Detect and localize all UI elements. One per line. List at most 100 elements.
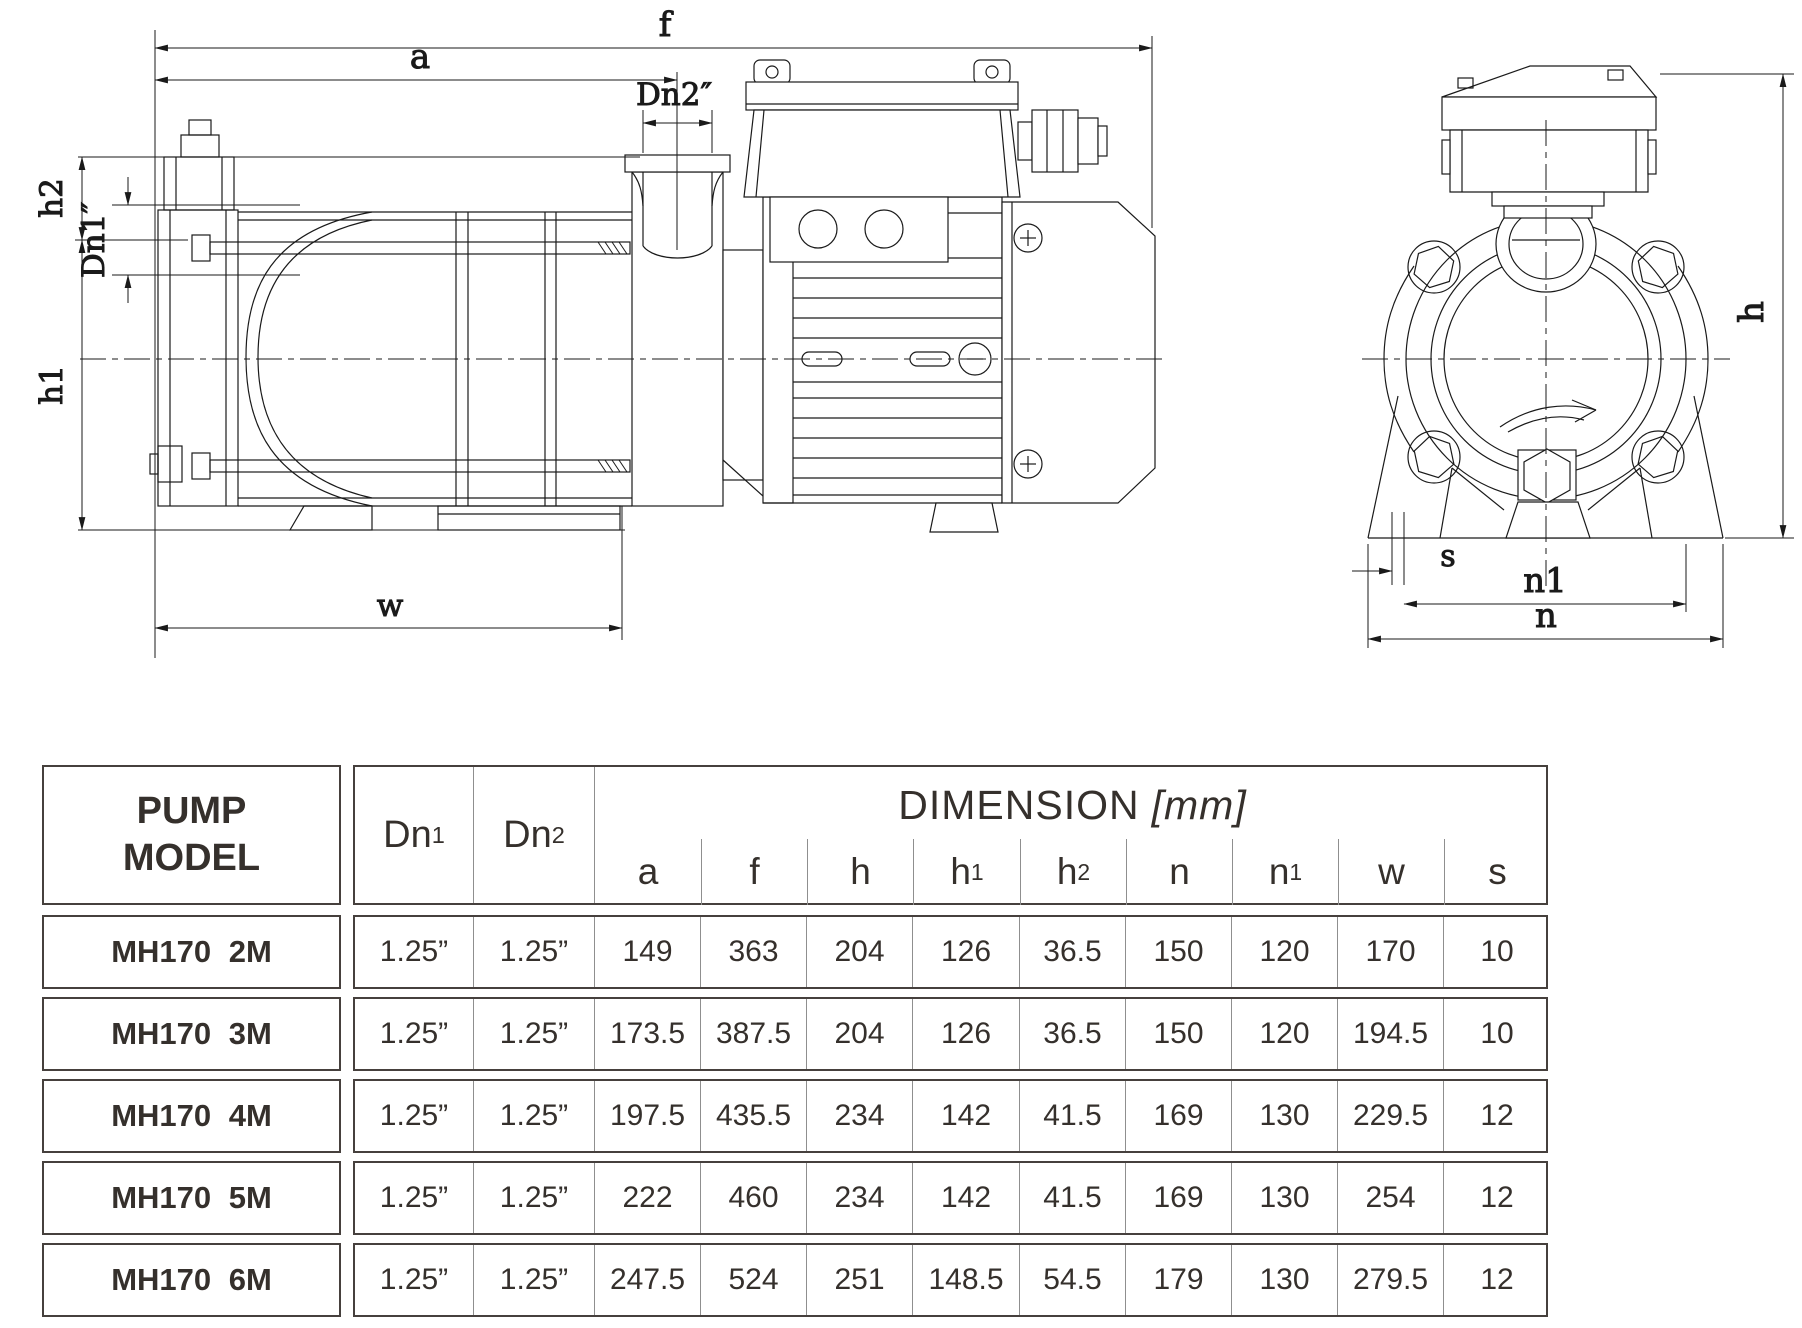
dim-label-h1: h1: [34, 365, 70, 405]
dimension-table: PUMP MODEL MH170 2M MH170 3M MH170 4M MH…: [42, 765, 1548, 1318]
table-row-model: MH170 3M: [42, 997, 341, 1071]
cell-s: 12: [1480, 1263, 1514, 1296]
side-view: [80, 59, 1168, 533]
cell-h2: 41.5: [1020, 1081, 1126, 1151]
front-view: [1362, 65, 1730, 592]
cell-a: 247.5: [595, 1245, 701, 1315]
cell-h2: 36.5: [1020, 999, 1126, 1069]
cell-n1: 120: [1232, 917, 1338, 987]
model-name: MH170 3M: [111, 1016, 272, 1051]
cell-h1: 126: [913, 917, 1020, 987]
header-col-f: f: [701, 839, 807, 905]
table-row-model: MH170 4M: [42, 1079, 341, 1153]
table-row: 1.25” 1.25” 247.5 524 251 148.5 54.5 179…: [353, 1243, 1548, 1317]
cell-a: 222: [595, 1163, 701, 1233]
cell-h: 204: [807, 917, 913, 987]
cell-n: 150: [1126, 917, 1232, 987]
cell-h2: 41.5: [1020, 1163, 1126, 1233]
model-name: MH170 2M: [111, 934, 272, 969]
cell-w: 254: [1338, 1163, 1444, 1233]
cell-h1: 148.5: [913, 1245, 1020, 1315]
cell-w: 279.5: [1338, 1245, 1444, 1315]
cell-a: 197.5: [595, 1081, 701, 1151]
header-dimension-title: DIMENSION [mm]: [898, 781, 1247, 828]
model-name: MH170 6M: [111, 1262, 272, 1297]
cell-dn1: 1.25”: [355, 917, 474, 987]
dim-label-s: s: [1440, 539, 1455, 574]
cell-s: 12: [1480, 1099, 1514, 1132]
cell-dn1: 1.25”: [355, 999, 474, 1069]
cell-h1: 142: [913, 1163, 1020, 1233]
cell-n1: 130: [1232, 1081, 1338, 1151]
dim-label-w: w: [377, 588, 404, 624]
model-name: MH170 5M: [111, 1180, 272, 1215]
table-row: 1.25” 1.25” 222 460 234 142 41.5 169 130…: [353, 1161, 1548, 1235]
table-row-model: MH170 6M: [42, 1243, 341, 1317]
cell-s: 10: [1480, 935, 1514, 968]
cell-w: 229.5: [1338, 1081, 1444, 1151]
table-row-model: MH170 2M: [42, 915, 341, 989]
cell-h2: 54.5: [1020, 1245, 1126, 1315]
cell-a: 149: [595, 917, 701, 987]
side-view-dimensions: f a Dn2″ h2 Dn1″ h1 w: [34, 5, 1153, 658]
cell-h: 234: [807, 1163, 913, 1233]
cell-dn2: 1.25”: [474, 917, 595, 987]
cell-f: 460: [701, 1163, 807, 1233]
header-col-w: w: [1338, 839, 1444, 905]
front-view-dimensions: h s n1 n: [1352, 73, 1794, 648]
cell-w: 194.5: [1338, 999, 1444, 1069]
cell-n: 169: [1126, 1163, 1232, 1233]
header-col-n: n: [1126, 839, 1232, 905]
cell-h1: 126: [913, 999, 1020, 1069]
cell-n: 169: [1126, 1081, 1232, 1151]
dim-label-dn2: Dn2″: [636, 77, 712, 113]
cell-dn2: 1.25”: [474, 1081, 595, 1151]
header-col-s: s: [1444, 839, 1550, 905]
cell-n1: 130: [1232, 1245, 1338, 1315]
pump-model-header-line2: MODEL: [122, 837, 261, 879]
dim-label-n: n: [1535, 596, 1557, 636]
model-name: MH170 4M: [111, 1098, 272, 1133]
pump-model-header-line1: PUMP: [136, 789, 247, 832]
technical-drawing: f a Dn2″ h2 Dn1″ h1 w: [34, 5, 1794, 658]
cell-n: 179: [1126, 1245, 1232, 1315]
table-header-pump-model: PUMP MODEL: [42, 765, 341, 905]
cell-dn2: 1.25”: [474, 999, 595, 1069]
cell-h2: 36.5: [1020, 917, 1126, 987]
header-col-a: a: [637, 851, 659, 892]
dim-label-a: a: [410, 37, 430, 77]
cell-dn1: 1.25”: [355, 1245, 474, 1315]
dim-label-f: f: [659, 5, 674, 45]
table-row: 1.25” 1.25” 173.5 387.5 204 126 36.5 150…: [353, 997, 1548, 1071]
cell-n1: 120: [1232, 999, 1338, 1069]
cell-s: 12: [1480, 1181, 1514, 1214]
cell-n1: 130: [1232, 1163, 1338, 1233]
cell-f: 524: [701, 1245, 807, 1315]
table-row-model: MH170 5M: [42, 1161, 341, 1235]
cell-dn1: 1.25”: [355, 1081, 474, 1151]
cell-h: 251: [807, 1245, 913, 1315]
cell-w: 170: [1338, 917, 1444, 987]
cell-n: 150: [1126, 999, 1232, 1069]
cell-dn1: 1.25”: [355, 1163, 474, 1233]
cell-f: 435.5: [701, 1081, 807, 1151]
dim-label-n1: n1: [1523, 561, 1567, 601]
cell-s: 10: [1480, 1017, 1514, 1050]
cell-f: 363: [701, 917, 807, 987]
cell-f: 387.5: [701, 999, 807, 1069]
cell-h1: 142: [913, 1081, 1020, 1151]
dim-label-h2: h2: [34, 178, 70, 218]
cell-a: 173.5: [595, 999, 701, 1069]
cell-dn2: 1.25”: [474, 1163, 595, 1233]
header-col-h: h: [807, 839, 913, 905]
cell-dn2: 1.25”: [474, 1245, 595, 1315]
cell-h: 204: [807, 999, 913, 1069]
dim-label-h: h: [1732, 301, 1772, 323]
